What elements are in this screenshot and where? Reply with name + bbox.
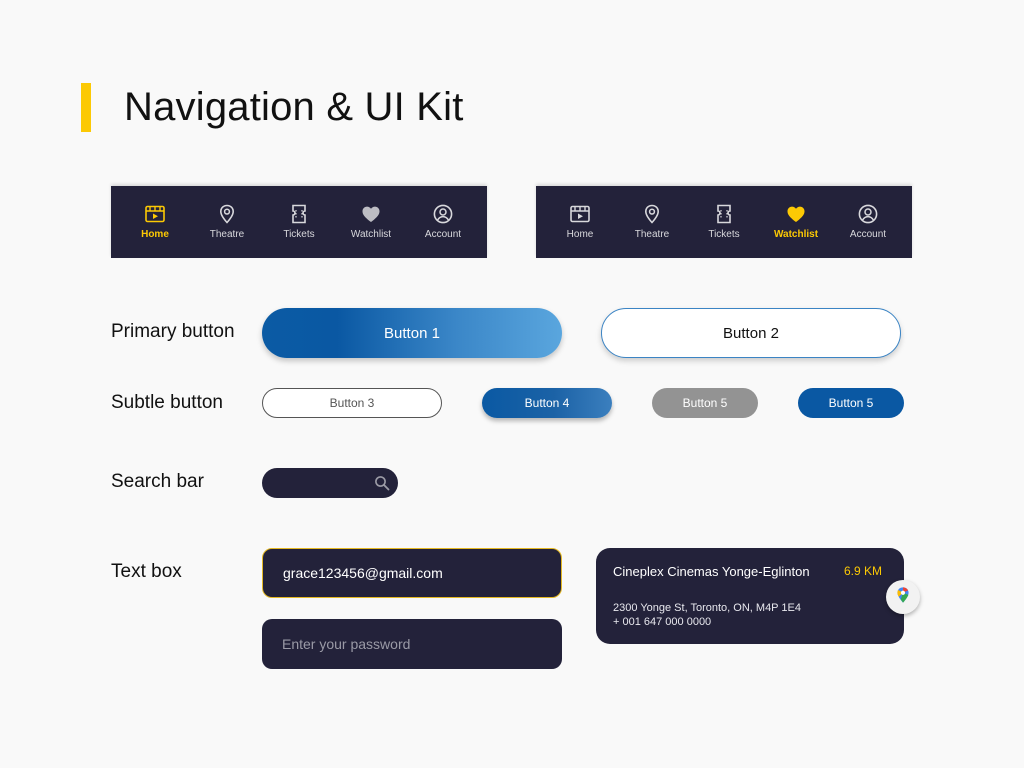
- account-icon: [432, 203, 454, 225]
- ticket-icon: [713, 203, 735, 225]
- nav-label: Account: [849, 229, 887, 240]
- cinema-card[interactable]: Cineplex Cinemas Yonge-Eglinton 6.9 KM 2…: [596, 548, 904, 644]
- nav-label: Watchlist: [350, 229, 392, 240]
- subtle-button-label: Subtle button: [111, 392, 223, 413]
- nav-item-tickets[interactable]: Tickets: [266, 192, 332, 252]
- ticket-icon: [288, 203, 310, 225]
- nav-item-home[interactable]: Home: [122, 192, 188, 252]
- cinema-name: Cineplex Cinemas Yonge-Eglinton: [613, 564, 810, 579]
- bottom-nav-watchlist-active: Home Theatre Tickets Watchlist Account: [536, 186, 912, 258]
- nav-label: Theatre: [209, 229, 245, 240]
- password-field[interactable]: Enter your password: [262, 619, 562, 669]
- nav-label: Tickets: [283, 229, 315, 240]
- nav-item-theatre[interactable]: Theatre: [619, 192, 685, 252]
- button-4[interactable]: Button 4: [482, 388, 612, 418]
- nav-label: Home: [566, 229, 594, 240]
- nav-item-home[interactable]: Home: [547, 192, 613, 252]
- nav-label: Account: [424, 229, 462, 240]
- search-input[interactable]: [262, 468, 398, 498]
- password-placeholder: Enter your password: [282, 636, 411, 652]
- email-field[interactable]: grace123456@gmail.com: [262, 548, 562, 598]
- nav-item-tickets[interactable]: Tickets: [691, 192, 757, 252]
- nav-item-account[interactable]: Account: [410, 192, 476, 252]
- nav-label: Watchlist: [773, 229, 819, 240]
- nav-item-account[interactable]: Account: [835, 192, 901, 252]
- button-2[interactable]: Button 2: [601, 308, 901, 358]
- nav-item-watchlist[interactable]: Watchlist: [763, 192, 829, 252]
- text-box-label: Text box: [111, 561, 182, 582]
- button-3[interactable]: Button 3: [262, 388, 442, 418]
- button-5-grey[interactable]: Button 5: [652, 388, 758, 418]
- button-5-blue[interactable]: Button 5: [798, 388, 904, 418]
- map-pin-icon: [216, 203, 238, 225]
- button-1[interactable]: Button 1: [262, 308, 562, 358]
- google-maps-pin-icon: [894, 586, 912, 609]
- search-icon[interactable]: [374, 475, 390, 491]
- film-icon: [144, 203, 166, 225]
- heart-icon: [785, 203, 807, 225]
- nav-label: Tickets: [708, 229, 740, 240]
- cinema-address: 2300 Yonge St, Toronto, ON, M4P 1E4: [613, 602, 801, 614]
- cinema-distance: 6.9 KM: [843, 564, 882, 578]
- google-maps-button[interactable]: [886, 580, 920, 614]
- film-icon: [569, 203, 591, 225]
- search-bar-label: Search bar: [111, 471, 204, 492]
- cinema-phone: + 001 647 000 0000: [613, 616, 712, 628]
- bottom-nav-home-active: Home Theatre Tickets Watchlist Account: [111, 186, 487, 258]
- nav-item-watchlist[interactable]: Watchlist: [338, 192, 404, 252]
- title-accent-bar: [81, 83, 91, 132]
- heart-icon: [360, 203, 382, 225]
- nav-item-theatre[interactable]: Theatre: [194, 192, 260, 252]
- nav-label: Home: [141, 229, 169, 240]
- account-icon: [857, 203, 879, 225]
- page-title: Navigation & UI Kit: [124, 85, 464, 129]
- map-pin-icon: [641, 203, 663, 225]
- email-value: grace123456@gmail.com: [283, 565, 443, 581]
- nav-label: Theatre: [634, 229, 670, 240]
- primary-button-label: Primary button: [111, 321, 235, 342]
